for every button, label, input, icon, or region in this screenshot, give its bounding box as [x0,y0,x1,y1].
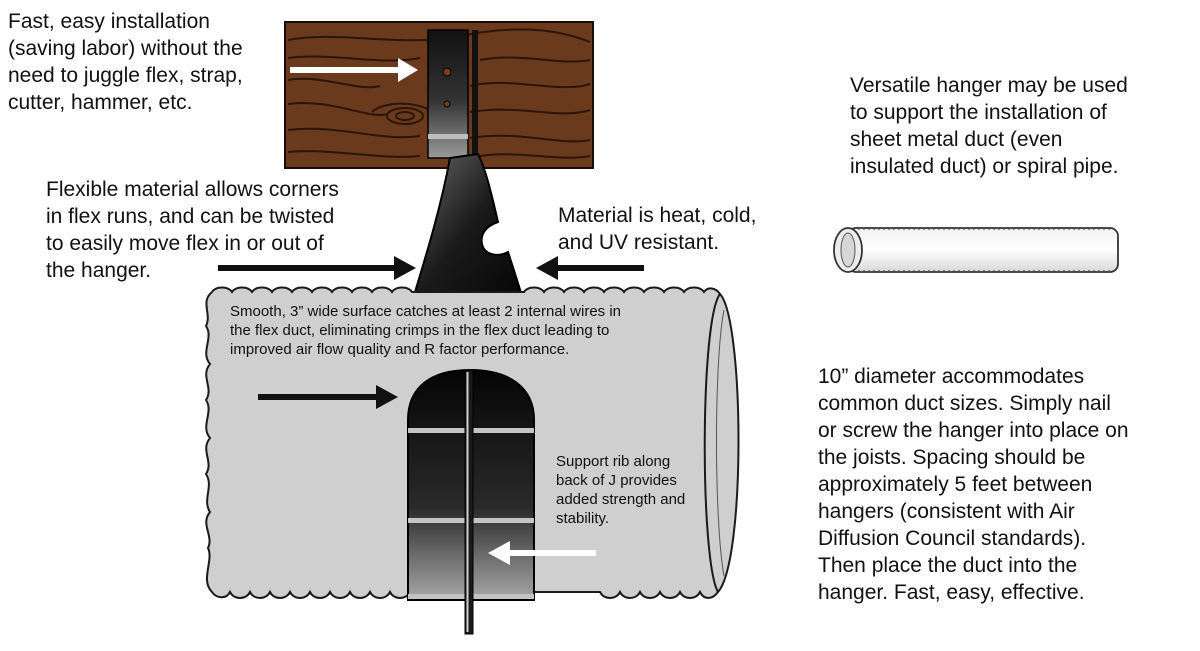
duct-hanger-j-icon [407,368,535,635]
caption-versatile: Versatile hanger may be used to support … [850,74,1128,178]
caption-flexible: Flexible material allows corners in flex… [46,178,339,282]
duct-hanger-icon [410,29,526,303]
caption-surface: Smooth, 3” wide surface catches at least… [230,303,622,358]
caption-diameter: 10” diameter accommodates common duct si… [818,365,1129,604]
caption-material: Material is heat, cold, and UV resistant… [558,204,757,254]
caption-rib: Support rib along back of J provides add… [556,453,686,527]
caption-installation: Fast, easy installation (saving labor) w… [8,10,243,114]
sheet-metal-duct-icon [833,227,1119,273]
arrow-icon [218,58,644,565]
